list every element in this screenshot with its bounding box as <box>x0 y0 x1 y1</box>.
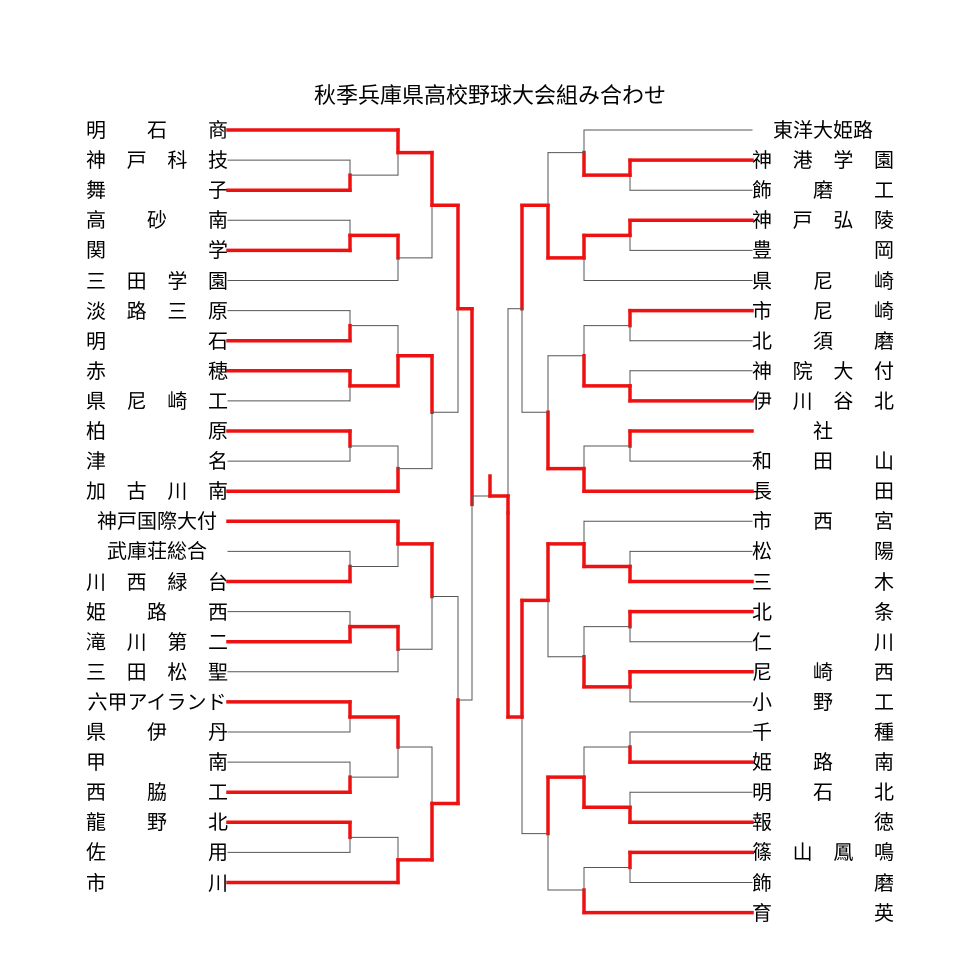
left-team-4: 高砂南 <box>86 208 228 233</box>
left-team-12: 津名 <box>86 449 228 474</box>
left-team-3: 舞子 <box>86 178 228 203</box>
right-team-27: 育英 <box>752 900 894 925</box>
right-team-18: 仁川 <box>752 629 894 654</box>
left-team-25: 佐用 <box>86 840 228 865</box>
right-team-25: 篠山鳳鳴 <box>752 840 894 865</box>
right-team-5: 豊岡 <box>752 238 894 263</box>
right-team-10: 伊川谷北 <box>752 388 894 413</box>
right-team-6: 県尼崎 <box>752 268 894 293</box>
left-team-16: 川西緑台 <box>86 569 228 594</box>
right-team-19: 尼崎西 <box>752 659 894 684</box>
right-team-11: 社 <box>813 419 833 443</box>
left-team-20: 六甲アイランド <box>87 689 227 714</box>
right-team-16: 三木 <box>752 569 894 594</box>
left-team-2: 神戸科技 <box>86 148 228 173</box>
left-team-21: 県伊丹 <box>86 720 228 744</box>
left-team-7: 淡路三原 <box>86 298 228 323</box>
right-team-9: 神院大付 <box>752 358 894 383</box>
right-team-1: 東洋大姫路 <box>773 118 873 142</box>
left-team-15: 武庫荘総合 <box>107 539 207 564</box>
right-team-17: 北条 <box>752 599 894 624</box>
left-team-24: 龍野北 <box>86 810 228 835</box>
right-team-12: 和田山 <box>752 449 894 474</box>
right-team-21: 千種 <box>752 720 894 744</box>
left-team-5: 関学 <box>86 238 228 263</box>
left-team-18: 滝川第二 <box>86 629 228 654</box>
left-team-26: 市川 <box>86 870 228 895</box>
bracket-title: 秋季兵庫県高校野球大会組み合わせ <box>313 84 666 109</box>
left-team-9: 赤穂 <box>86 358 228 383</box>
left-team-19: 三田松聖 <box>86 659 228 684</box>
right-team-3: 飾磨工 <box>752 178 894 203</box>
left-team-10: 県尼崎工 <box>86 388 228 413</box>
right-team-24: 報徳 <box>752 810 894 835</box>
left-team-13: 加古川南 <box>86 479 228 504</box>
left-team-14: 神戸国際大付 <box>97 509 217 534</box>
left-team-22: 甲南 <box>86 750 228 775</box>
right-team-4: 神戸弘陵 <box>752 208 894 233</box>
right-team-8: 北須磨 <box>752 328 894 353</box>
right-team-23: 明石北 <box>752 780 894 805</box>
right-team-20: 小野工 <box>752 689 894 714</box>
right-team-15: 松陽 <box>752 539 894 564</box>
left-team-1: 明石商 <box>86 118 228 142</box>
right-team-13: 長田 <box>752 479 894 504</box>
right-team-2: 神港学園 <box>752 148 894 173</box>
right-team-26: 飾磨 <box>752 870 894 895</box>
left-team-17: 姫路西 <box>86 599 228 624</box>
left-team-11: 柏原 <box>86 419 228 443</box>
right-team-14: 市西宮 <box>752 509 894 534</box>
left-team-8: 明石 <box>86 328 228 353</box>
right-team-22: 姫路南 <box>752 750 894 775</box>
left-team-6: 三田学園 <box>86 268 228 293</box>
right-team-7: 市尼崎 <box>752 298 894 323</box>
left-team-23: 西脇工 <box>86 780 228 805</box>
